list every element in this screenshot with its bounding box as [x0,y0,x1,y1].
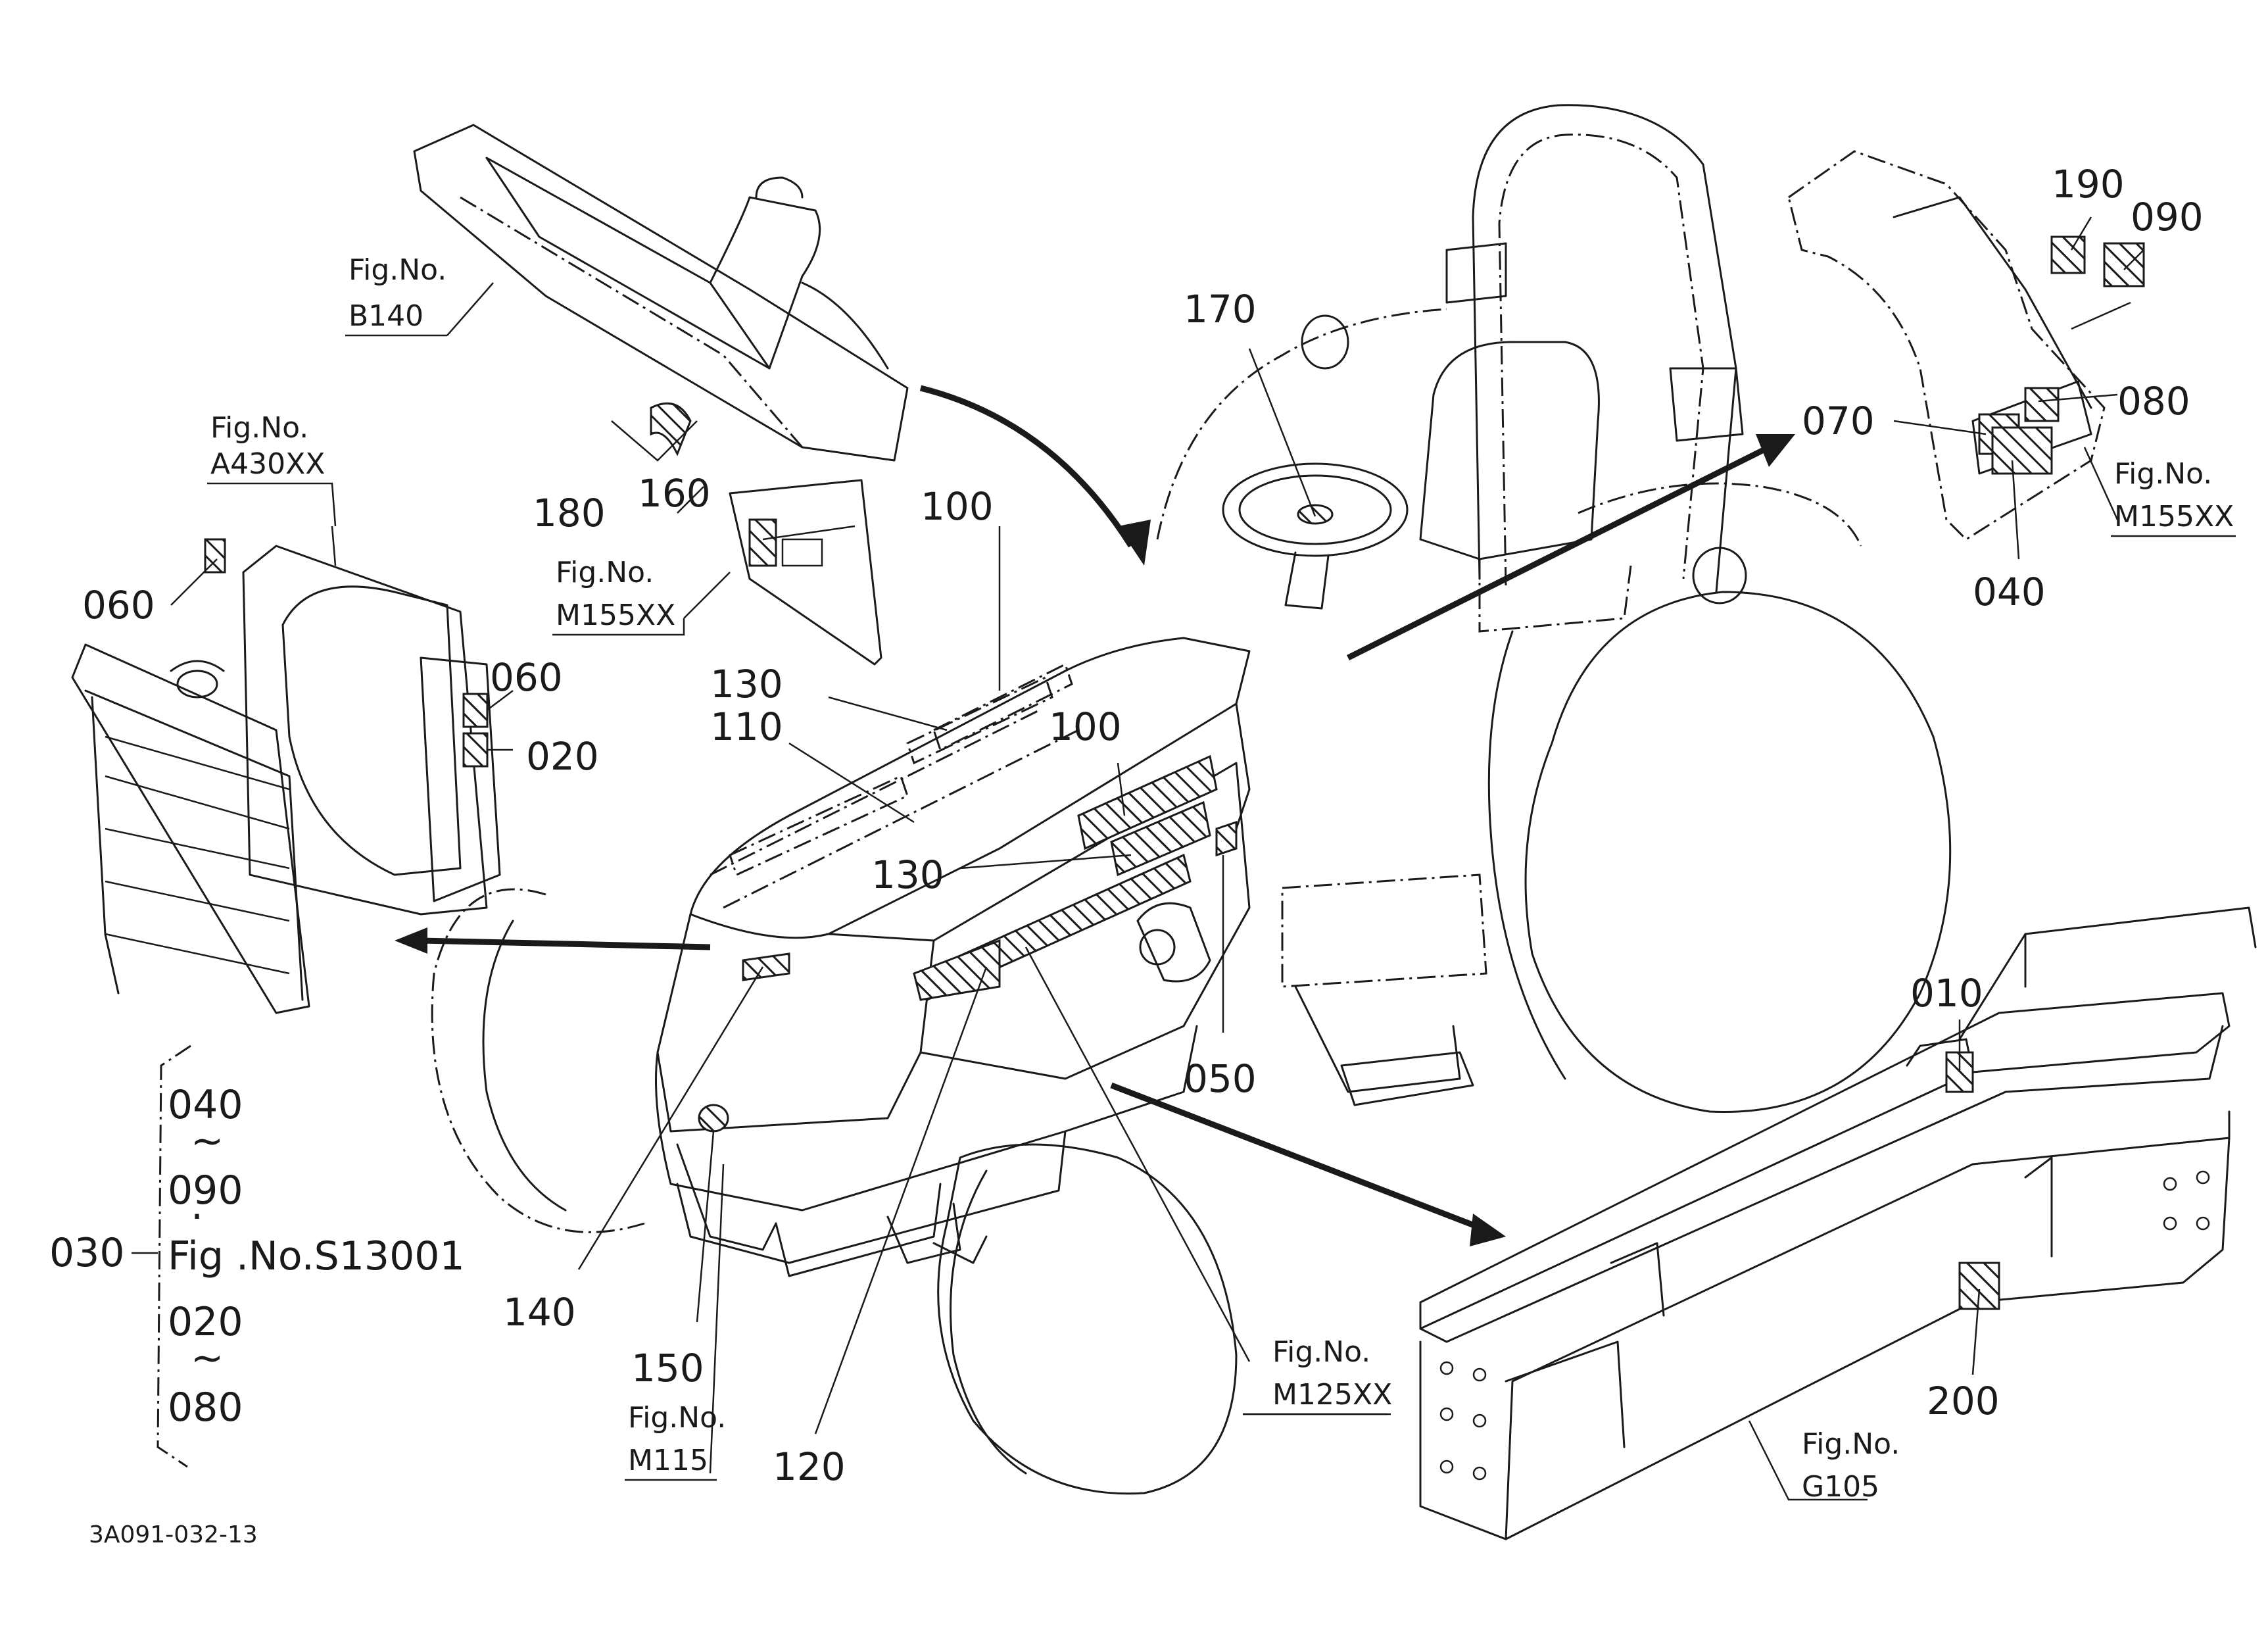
label-130-side: 130 [871,852,944,897]
label-090: 090 [2131,195,2204,239]
label-120: 120 [773,1444,846,1489]
svg-text:M125XX: M125XX [1272,1378,1392,1412]
decal-130-front [1110,800,1211,877]
decal-150 [698,1104,729,1133]
fig-ref-m115: Fig.No. M115 [625,1401,726,1481]
radiator-drawing [71,538,501,1014]
decal-050 [1215,820,1238,857]
decal-180 [748,518,777,567]
fig-ref-b140: Fig.No. B140 [345,253,447,337]
svg-text:Fig.No.: Fig.No. [556,556,654,589]
leader-lines [170,216,2144,1501]
label-150: 150 [631,1346,704,1390]
decal-190 [2050,235,2086,274]
label-040-range: 040 [168,1082,243,1128]
fig-ref-a430: Fig.No. A430XX [207,411,337,527]
svg-text:Fig.No.: Fig.No. [210,411,308,445]
svg-text:Fig.No.: Fig.No. [1802,1427,1900,1461]
decal-130-side [913,939,1001,1001]
svg-text:~: ~ [191,1118,224,1164]
label-010: 010 [1910,971,1983,1016]
fig-ref-m155-fender: Fig.No. M155XX [2111,457,2236,537]
label-180: 180 [533,491,606,535]
label-100-top: 100 [921,484,994,529]
label-fig-s13001: Fig .No.S13001 [168,1233,465,1279]
svg-text:M155XX: M155XX [2114,500,2234,533]
label-080: 080 [2117,379,2190,424]
svg-text:Fig.No.: Fig.No. [1272,1335,1370,1369]
drawing-number: 3A091-032-13 [89,1521,258,1548]
decal-020 [462,732,489,768]
label-200: 200 [1927,1379,2000,1423]
bracket-030: 030 040 ~ 090 · Fig .No.S13001 020 ~ 080 [49,1045,465,1468]
svg-text:A430XX: A430XX [210,447,325,481]
svg-text:·: · [191,1194,203,1240]
decal-080 [2024,387,2060,422]
dashboard-drawing [413,124,909,462]
fig-ref-g105: Fig.No. G105 [1802,1427,1900,1504]
frame-drawing [1419,906,2257,1540]
decal-140 [742,952,790,981]
label-060-shroud: 060 [490,655,563,700]
panel-180-drawing [729,479,882,666]
label-040: 040 [1973,570,2046,614]
decal-060-shroud [462,693,489,728]
label-100-side: 100 [1049,704,1122,749]
label-190: 190 [2052,162,2125,207]
decal-200 [1958,1262,2000,1310]
decal-160 [650,402,692,456]
svg-text:M115: M115 [628,1444,708,1477]
fender-drawing [1787,150,2145,541]
tractor-drawing [431,104,1952,1495]
label-090-range: 090 [168,1168,243,1214]
label-070: 070 [1802,399,1875,443]
label-130-top: 130 [710,662,783,706]
svg-text:Fig.No.: Fig.No. [628,1401,726,1435]
label-020: 020 [526,734,599,779]
decal-040 [1991,426,2053,475]
svg-text:M155XX: M155XX [556,599,675,632]
svg-text:B140: B140 [349,299,423,333]
svg-text:G105: G105 [1802,1470,1879,1504]
decal-100-side [1077,754,1218,850]
svg-text:Fig.No.: Fig.No. [349,253,446,287]
label-170: 170 [1184,287,1257,332]
label-080-range: 080 [168,1385,243,1431]
svg-text:Fig.No.: Fig.No. [2114,457,2212,491]
decal-090 [2103,242,2145,287]
label-020-range: 020 [168,1299,243,1345]
label-160: 160 [638,471,711,516]
label-060-rad: 060 [82,583,155,627]
fig-ref-m125: Fig.No. M125XX [1243,1335,1392,1415]
svg-text:~: ~ [191,1335,224,1381]
label-110: 110 [710,704,783,749]
label-030: 030 [49,1230,125,1276]
fig-ref-m155-panel: Fig.No. M155XX [552,556,685,636]
label-050: 050 [1184,1056,1257,1101]
assembly-arrows [395,385,1795,1246]
label-140: 140 [503,1290,576,1335]
